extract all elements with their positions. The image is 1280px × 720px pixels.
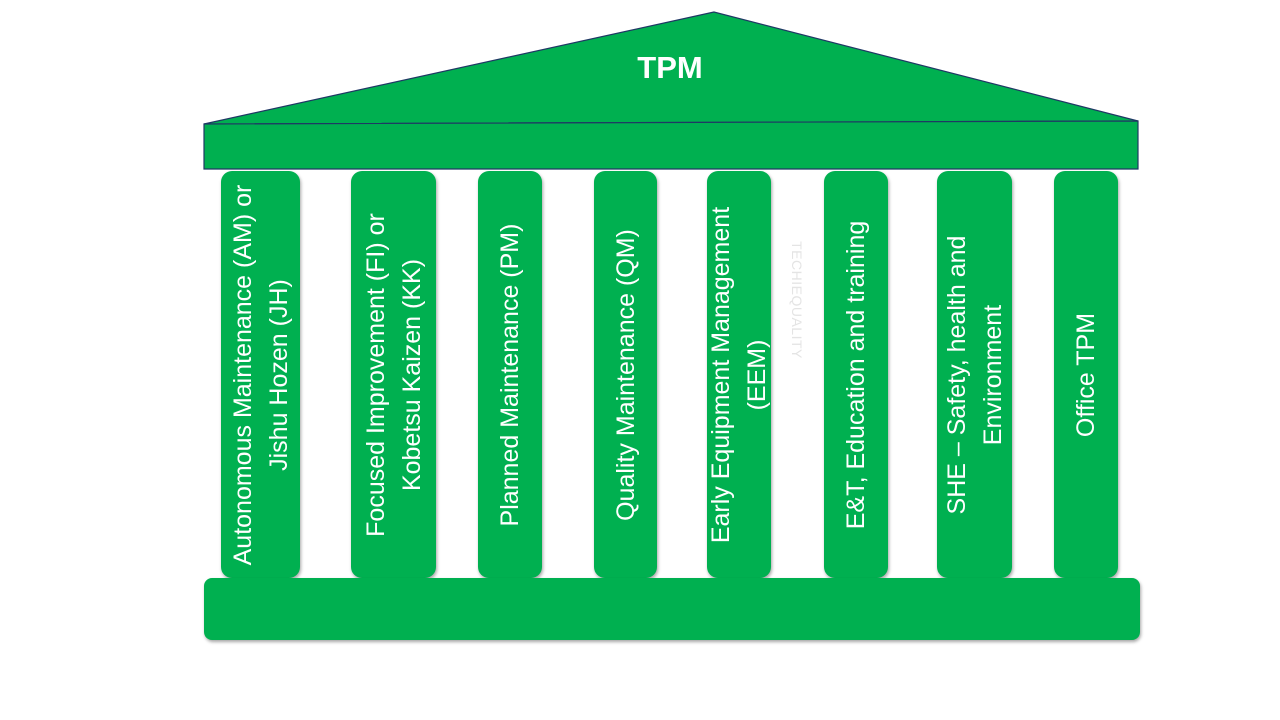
- pillar-label: Quality Maintenance (QM): [611, 228, 640, 521]
- roof-beam: [203, 120, 1139, 170]
- pillar-quality-maintenance: Quality Maintenance (QM): [594, 171, 657, 578]
- pillar-planned-maintenance: Planned Maintenance (PM): [478, 171, 542, 578]
- pillar-autonomous-maintenance: Autonomous Maintenance (AM) or Jishu Hoz…: [221, 171, 300, 578]
- pillar-label: Focused Improvement (FI) or Kobetsu Kaiz…: [361, 212, 426, 537]
- pillar-safety-health-environment: SHE – Safety, health and Environment: [937, 171, 1012, 578]
- pillar-label: Planned Maintenance (PM): [496, 223, 524, 526]
- roof-title: TPM: [637, 50, 703, 85]
- pillar-office-tpm: Office TPM: [1054, 171, 1118, 578]
- pillar-label: Early Equipment Management (EEM): [707, 206, 771, 543]
- pillar-focused-improvement: Focused Improvement (FI) or Kobetsu Kaiz…: [351, 171, 436, 578]
- pillar-label: Office TPM: [1072, 312, 1100, 437]
- pillar-label: SHE – Safety, health and Environment: [942, 235, 1007, 514]
- pillar-early-equipment-management: Early Equipment Management (EEM): [707, 171, 771, 578]
- pillar-label: E&T, Education and training: [842, 220, 870, 529]
- pillar-education-training: E&T, Education and training: [824, 171, 888, 578]
- base-foundation: [204, 578, 1140, 640]
- watermark: TECHIEQUALITY: [789, 241, 805, 359]
- pillar-label: Autonomous Maintenance (AM) or Jishu Hoz…: [228, 184, 293, 565]
